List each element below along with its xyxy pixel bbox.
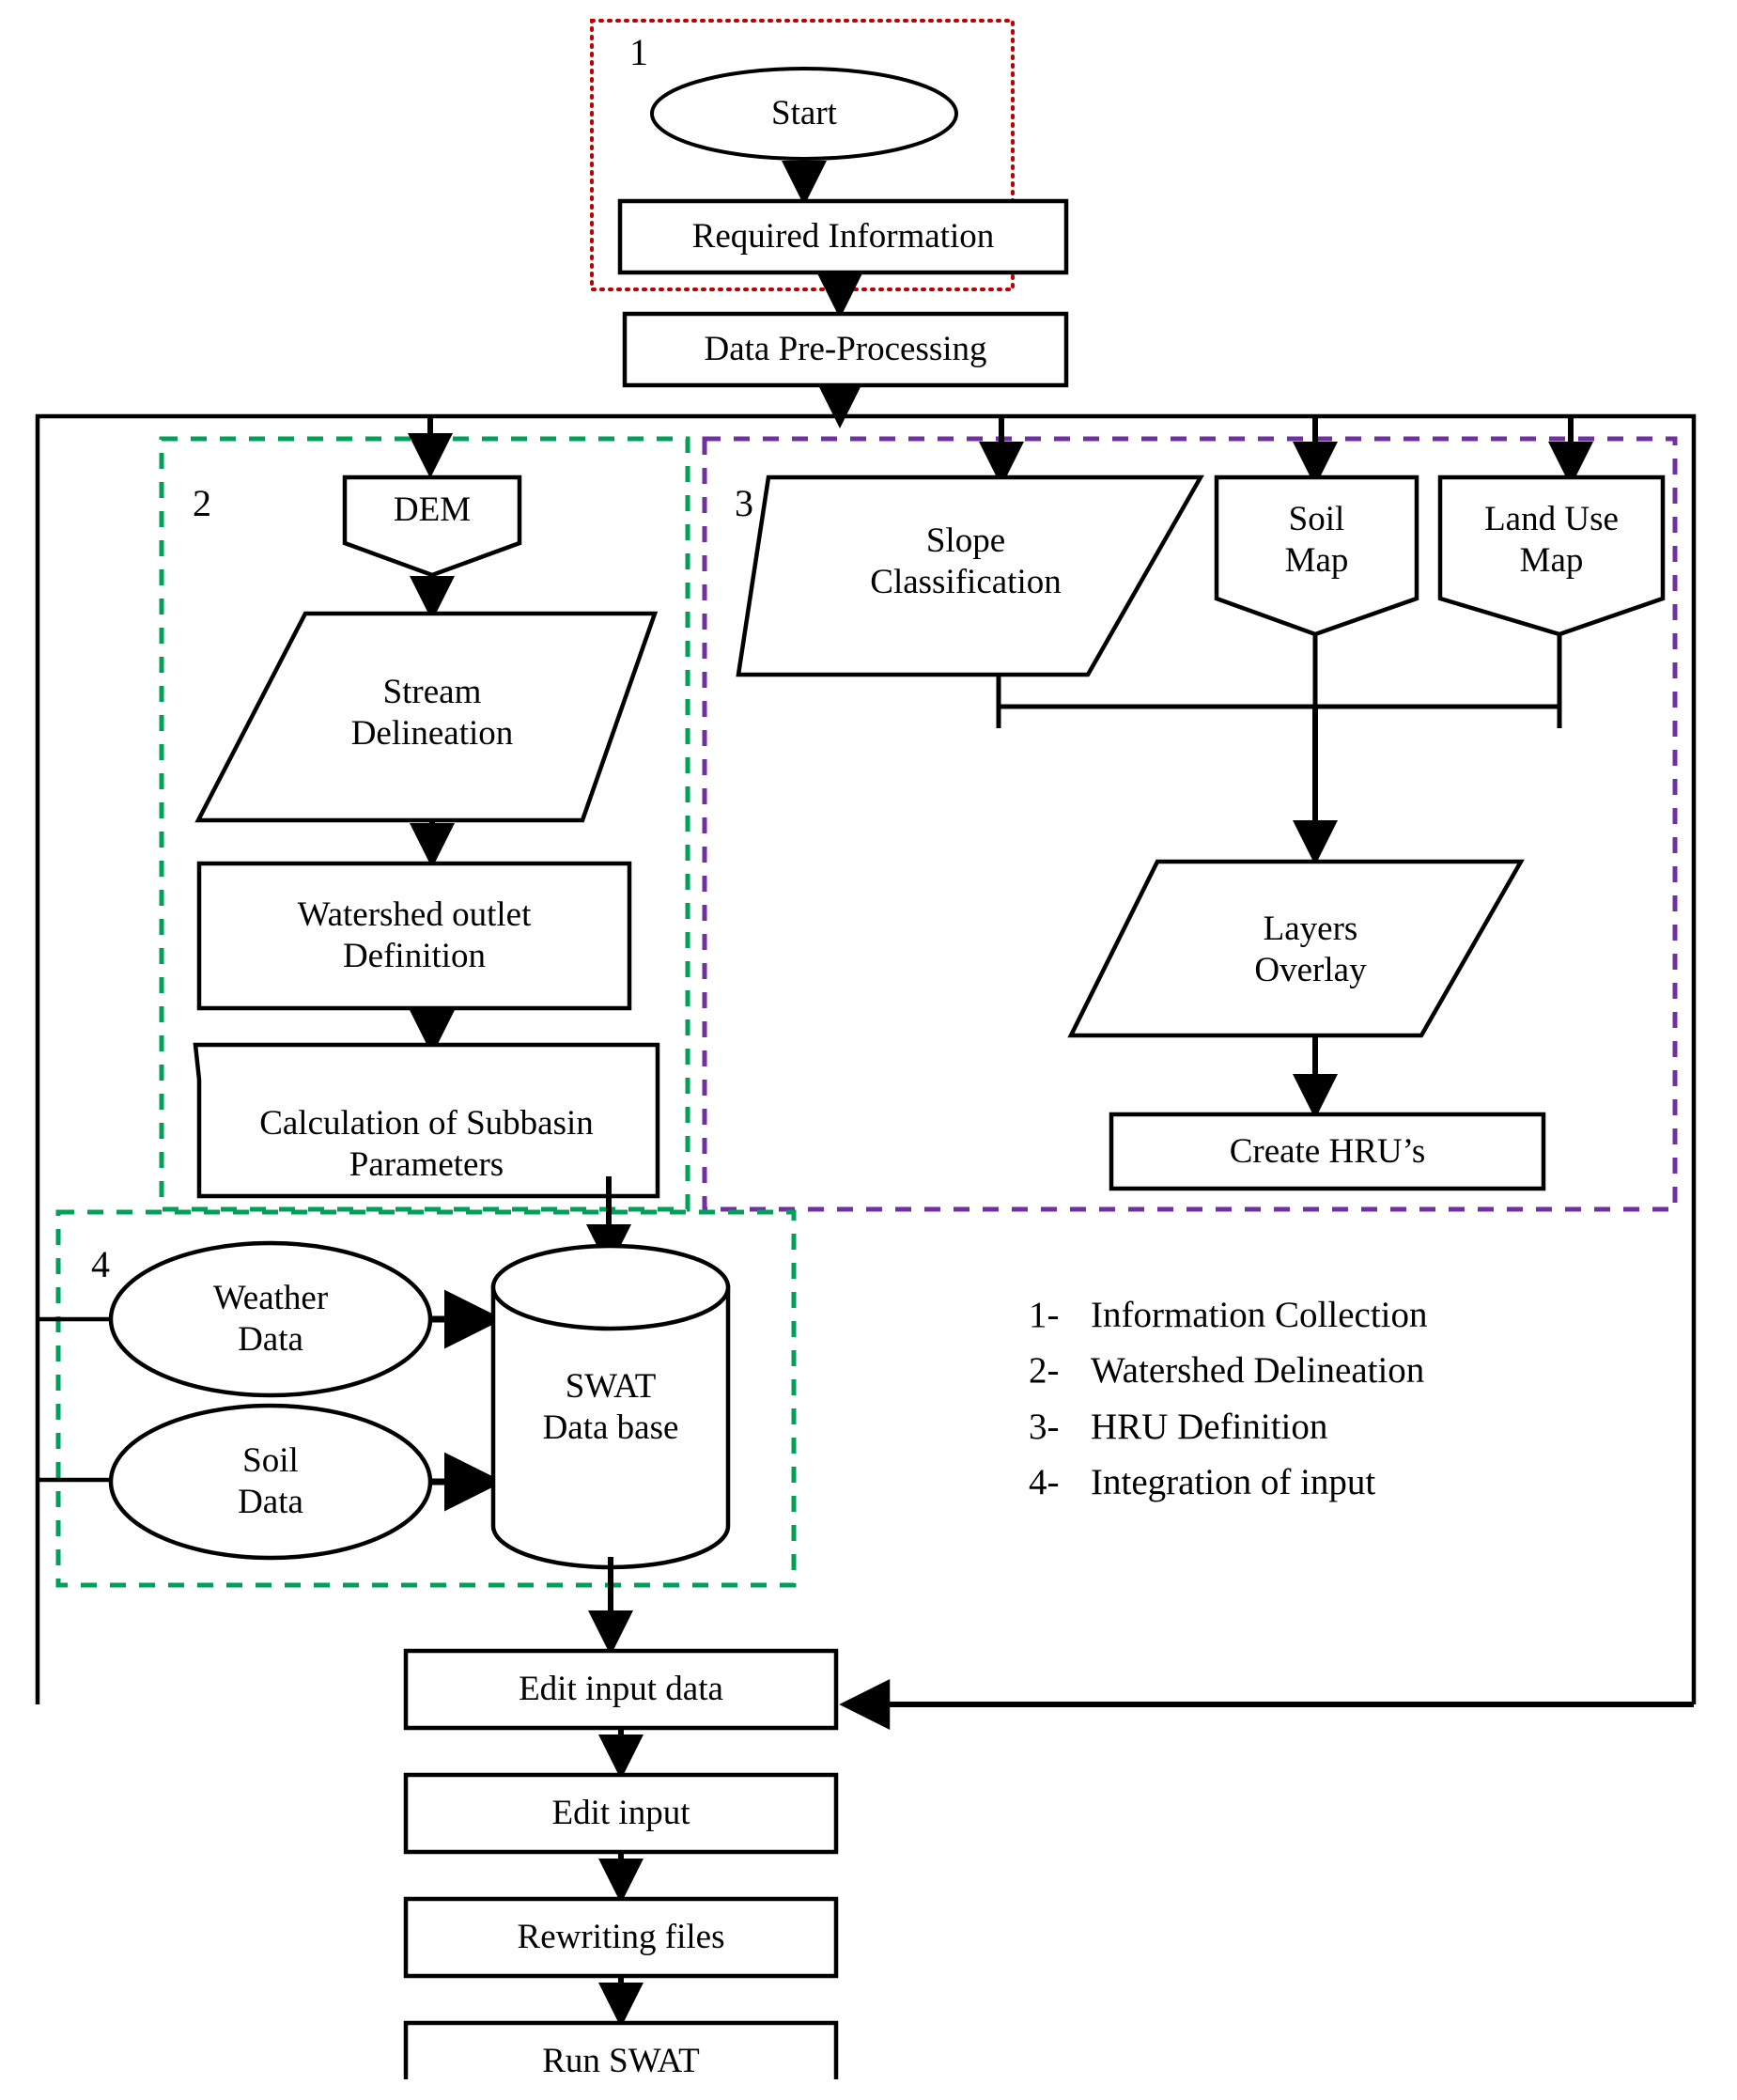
slope-classification-node [736, 474, 1204, 677]
soil-map-node [1214, 474, 1419, 637]
section-1-boundary [590, 19, 1015, 291]
edit-input-data-node [403, 1648, 839, 1731]
legend-item: 1- Information Collection [1029, 1287, 1428, 1343]
land-use-map-node [1437, 474, 1666, 637]
legend-item-number: 2- [1029, 1350, 1060, 1392]
legend-item-number: 3- [1029, 1406, 1060, 1447]
weather-data-node [108, 1240, 433, 1398]
start-node [650, 67, 958, 161]
calculation-of-subbasin-parameters-node [193, 1042, 660, 1199]
edit-input-node [403, 1772, 839, 1855]
legend-item: 2- Watershed Delineation [1029, 1343, 1428, 1398]
run-swat-node [403, 2020, 839, 2079]
data-preprocessing-node [622, 311, 1069, 388]
required-information-node [617, 198, 1069, 275]
swat-database-node [490, 1284, 731, 1570]
watershed-outlet-definition-node [196, 861, 632, 1011]
section-1-number: 1 [629, 31, 648, 73]
stream-delineation-node [194, 611, 659, 823]
create-hrus-node [1109, 1112, 1546, 1191]
layers-overlay-node [1067, 859, 1525, 1038]
outer-frame [35, 413, 1697, 1704]
legend-item-label: HRU Definition [1091, 1406, 1328, 1447]
swat-database-top [490, 1243, 731, 1331]
section-3-number: 3 [735, 482, 753, 524]
legend-item-label: Information Collection [1091, 1295, 1428, 1335]
legend-item: 3- HRU Definition [1029, 1399, 1428, 1454]
section-4-number: 4 [91, 1243, 110, 1285]
soil-data-node [108, 1403, 433, 1561]
legend-item: 4- Integration of input [1029, 1454, 1428, 1510]
legend: 1- Information Collection 2- Watershed D… [1029, 1287, 1428, 1510]
rewriting-files-node [403, 1896, 839, 1979]
legend-item-label: Watershed Delineation [1091, 1350, 1425, 1392]
section-2-number: 2 [193, 482, 211, 524]
legend-item-number: 4- [1029, 1461, 1060, 1502]
section-3-boundary [702, 436, 1678, 1212]
dem-node [342, 474, 522, 578]
legend-item-label: Integration of input [1091, 1461, 1376, 1502]
legend-item-number: 1- [1029, 1295, 1060, 1335]
